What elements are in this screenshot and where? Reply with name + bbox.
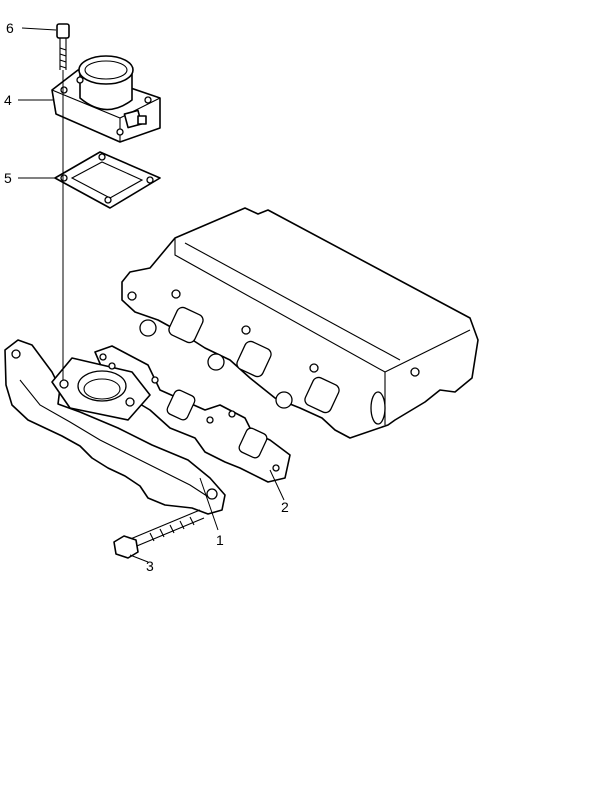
callout-2: 2 [281,499,289,515]
manifold-bolt [113,509,205,559]
leader-lines [18,27,285,563]
outlet-gasket [54,151,161,209]
callout-1: 1 [216,532,224,548]
callout-4: 4 [4,92,12,108]
outlet-connector [51,55,161,143]
callout-3: 3 [146,558,154,574]
callout-6: 6 [6,20,14,36]
exhaust-manifold [4,339,226,515]
cylinder-head [121,207,479,439]
manifold-gasket [94,345,291,483]
callout-5: 5 [4,170,12,186]
connector-bolt [56,23,70,70]
